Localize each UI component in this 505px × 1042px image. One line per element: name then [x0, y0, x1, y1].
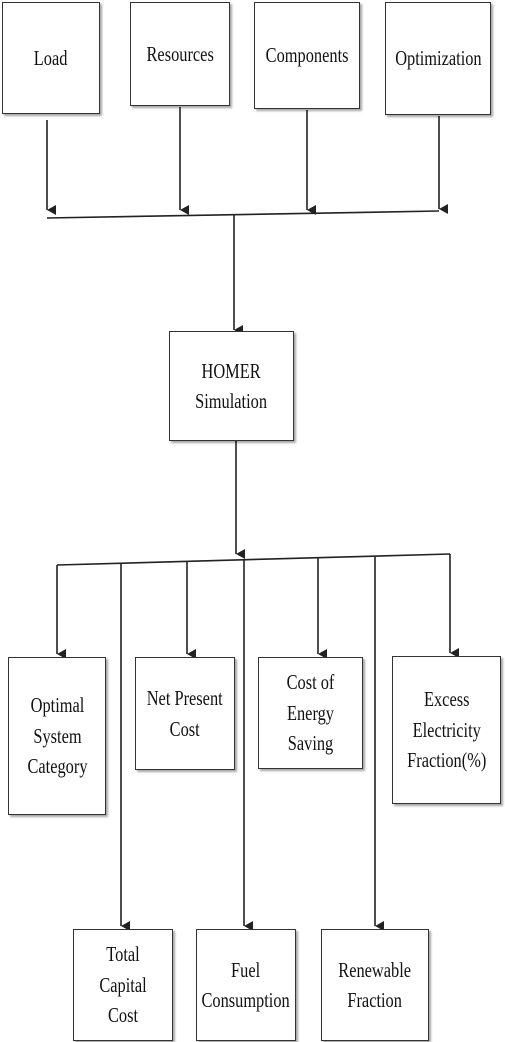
- renewable-fraction-box: Renewable Fraction: [321, 929, 429, 1041]
- load-box: Load: [2, 2, 100, 114]
- homer-simulation-label: HOMER Simulation: [195, 358, 268, 413]
- cost-of-energy-saving-label: Cost of Energy Saving: [286, 670, 335, 756]
- input-bus: [46, 210, 440, 219]
- excess-electricity-fraction-box: Excess Electricity Fraction(%): [392, 656, 501, 804]
- fuel-consumption-label: Fuel Consumption: [201, 957, 291, 1012]
- components-box: Components: [254, 2, 360, 109]
- output-bus: [56, 553, 451, 566]
- optimization-box: Optimization: [385, 2, 491, 115]
- net-present-cost-label: Net Present Cost: [147, 686, 223, 741]
- renewable-fraction-label: Renewable Fraction: [338, 957, 412, 1012]
- cost-of-energy-saving-box: Cost of Energy Saving: [258, 657, 363, 769]
- homer-simulation-box: HOMER Simulation: [169, 331, 294, 441]
- total-capital-cost-label: Total Capital Cost: [99, 942, 147, 1028]
- components-label: Components: [265, 43, 349, 68]
- excess-electricity-fraction-label: Excess Electricity Fraction(%): [406, 687, 487, 773]
- optimal-system-category-box: Optimal System Category: [8, 657, 106, 815]
- optimal-system-category-label: Optimal System Category: [26, 693, 88, 779]
- optimization-label: Optimization: [394, 46, 482, 71]
- net-present-cost-box: Net Present Cost: [135, 657, 235, 770]
- resources-label: Resources: [146, 41, 214, 66]
- load-label: Load: [34, 45, 68, 70]
- fuel-consumption-box: Fuel Consumption: [196, 929, 296, 1041]
- resources-box: Resources: [130, 2, 230, 106]
- total-capital-cost-box: Total Capital Cost: [73, 929, 173, 1041]
